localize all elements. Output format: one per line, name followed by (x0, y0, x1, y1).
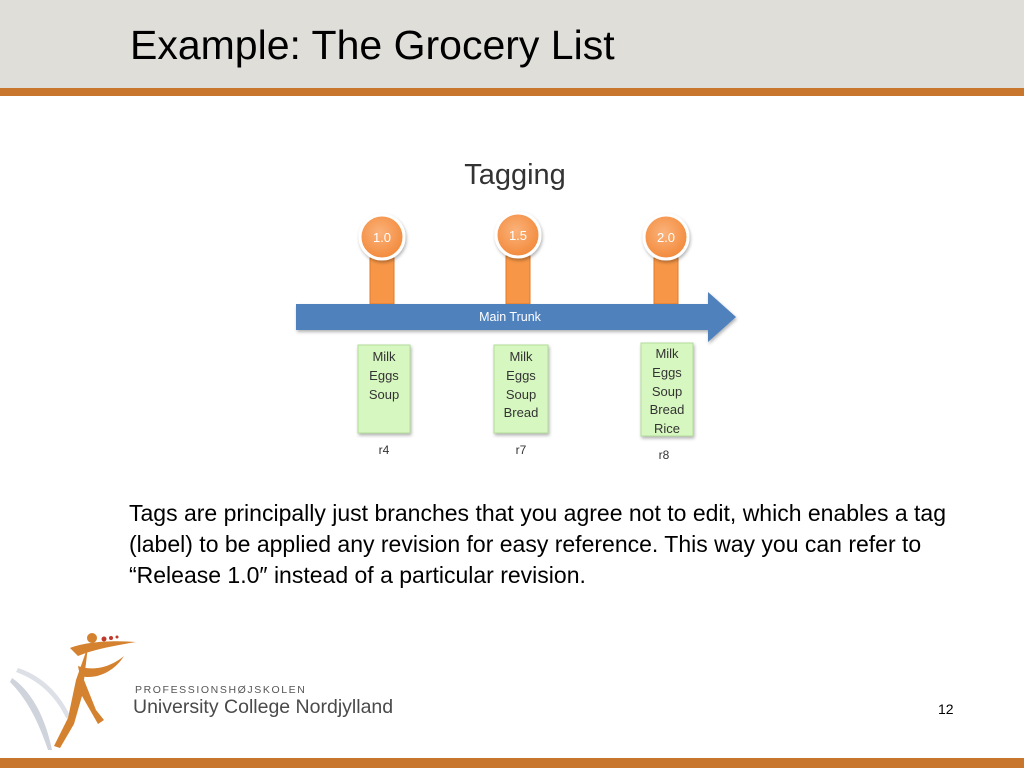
logo-subtitle: PROFESSIONSHØJSKOLEN (135, 684, 307, 696)
diagram-title: Tagging (464, 159, 566, 191)
list-item: Bread (504, 405, 539, 420)
revision-r8: Milk Eggs Soup Bread Rice r8 (640, 342, 694, 462)
tag-label: 1.5 (509, 228, 527, 243)
list-item: Soup (369, 387, 399, 402)
list-item: Milk (655, 346, 679, 361)
list-item: Eggs (652, 365, 682, 380)
list-item: Milk (372, 349, 396, 364)
revision-label: r4 (379, 443, 390, 457)
tag-stem (505, 255, 531, 305)
tag-circle (642, 213, 690, 261)
page-number: 12 (938, 701, 954, 717)
header-divider (0, 88, 1024, 96)
list-item: Soup (652, 384, 682, 399)
list-item: Rice (654, 421, 680, 436)
trunk-label: Main Trunk (479, 310, 542, 324)
footer-divider (0, 758, 1024, 768)
slide-body-text: Tags are principally just branches that … (129, 500, 946, 588)
logo-name: University College Nordjylland (133, 696, 394, 718)
list-item: Eggs (506, 368, 536, 383)
list-item: Bread (650, 402, 685, 417)
slide-header (0, 0, 1024, 88)
tag-2-0: 2.0 (642, 213, 690, 305)
main-trunk-arrow (296, 292, 736, 342)
list-item: Eggs (369, 368, 399, 383)
tag-stem (369, 257, 395, 305)
revision-r7: Milk Eggs Soup Bread r7 (493, 344, 549, 457)
tag-stem (653, 257, 679, 305)
list-item: Milk (509, 349, 533, 364)
tag-1-5: 1.5 (494, 211, 542, 305)
tag-label: 2.0 (657, 230, 675, 245)
revision-r4: Milk Eggs Soup r4 (357, 344, 411, 457)
tag-1-0: 1.0 (358, 213, 406, 305)
grocery-list-box (357, 344, 411, 434)
dancing-figure-logo-icon (10, 633, 136, 750)
tagging-diagram: Tagging 1.0 1.5 2.0 Main Trunk Milk Eggs… (296, 159, 736, 462)
tag-label: 1.0 (373, 230, 391, 245)
slide-title: Example: The Grocery List (130, 22, 615, 68)
list-item: Soup (506, 387, 536, 402)
revision-label: r8 (659, 448, 670, 462)
grocery-list-box (640, 342, 694, 437)
grocery-list-box (493, 344, 549, 434)
tag-circle (494, 211, 542, 259)
tag-circle (358, 213, 406, 261)
revision-label: r7 (516, 443, 527, 457)
